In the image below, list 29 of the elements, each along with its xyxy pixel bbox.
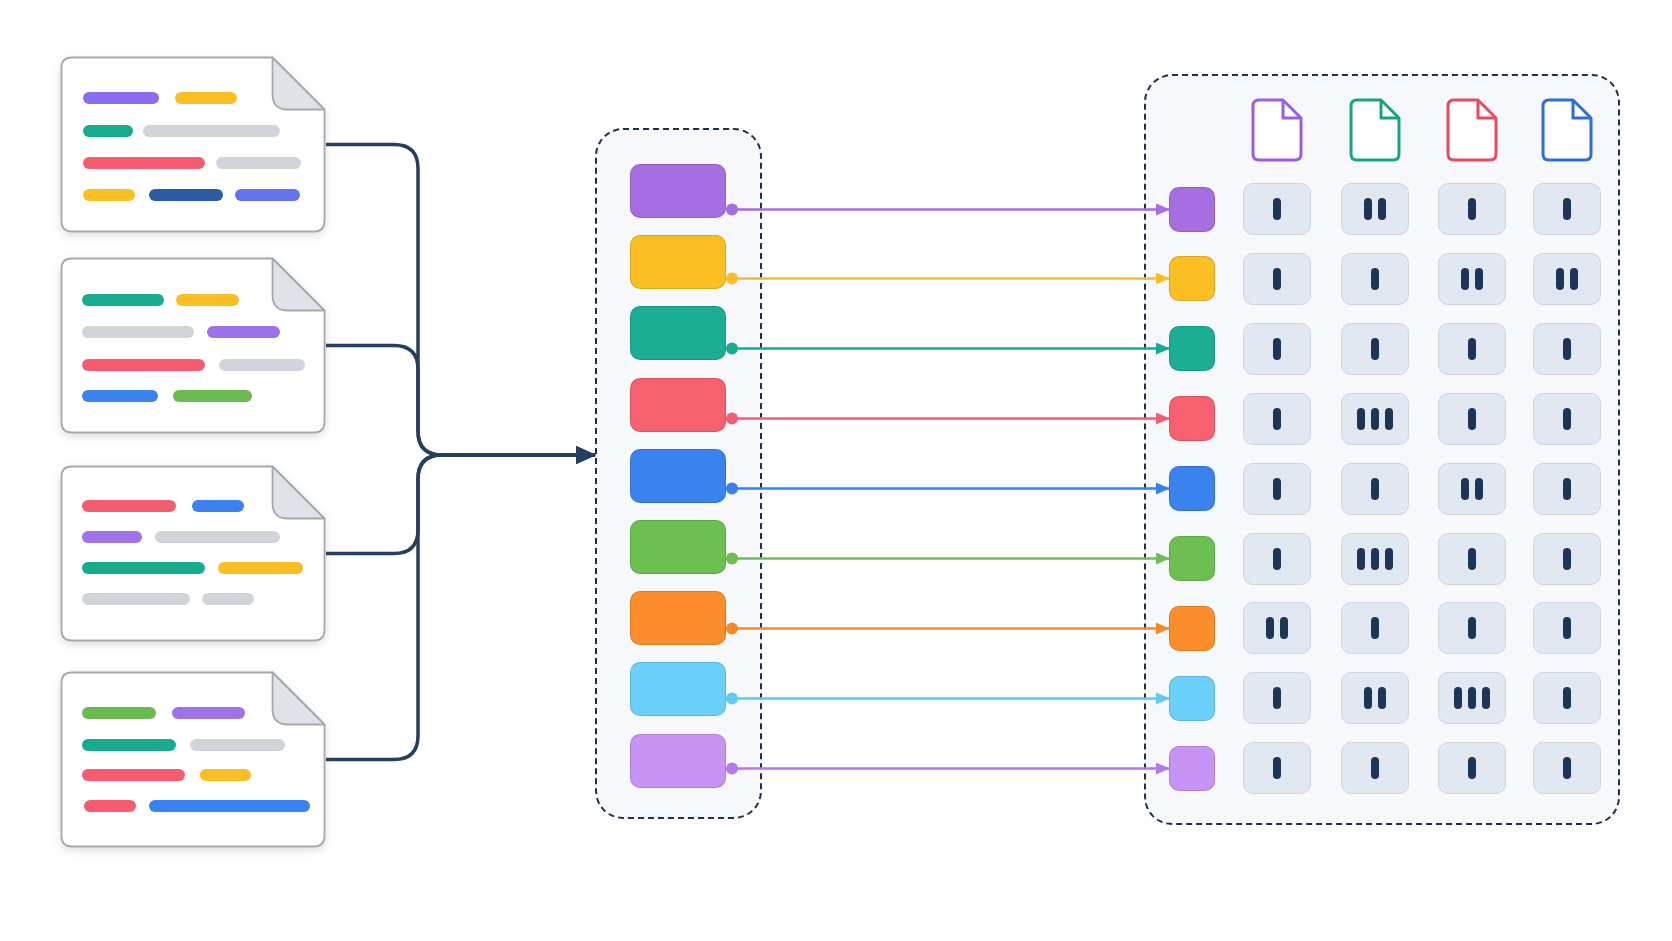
swatch-tile xyxy=(630,734,726,788)
swatch-icon xyxy=(1169,466,1215,511)
swatch-tile xyxy=(630,449,726,503)
swatch-icon xyxy=(1169,326,1215,371)
connector-arrow xyxy=(726,762,1170,775)
swatch-icon xyxy=(1169,536,1215,581)
connector-arrow xyxy=(726,692,1170,705)
swatch-tile xyxy=(630,164,726,218)
swatch-tile xyxy=(630,378,726,432)
swatch-tile xyxy=(630,591,726,645)
swatch-icon xyxy=(1169,396,1215,441)
swatch-tile xyxy=(630,235,726,289)
connector-arrow xyxy=(726,622,1170,635)
dashed-panel xyxy=(595,128,762,819)
connector-arrow xyxy=(726,412,1170,425)
swatch-icon xyxy=(1169,187,1215,232)
connector-arrow xyxy=(726,482,1170,495)
connector-arrow xyxy=(726,203,1170,216)
swatch-tile xyxy=(630,520,726,574)
swatch-icon xyxy=(1169,676,1215,721)
connector-arrow xyxy=(726,272,1170,285)
swatch-icon xyxy=(1169,256,1215,301)
swatch-tile xyxy=(630,306,726,360)
dashed-panel xyxy=(1144,74,1620,825)
swatch-icon xyxy=(1169,746,1215,791)
swatch-tile xyxy=(630,662,726,716)
connector-arrow xyxy=(726,552,1170,565)
swatch-icon xyxy=(1169,606,1215,651)
connector-arrow xyxy=(726,342,1170,355)
